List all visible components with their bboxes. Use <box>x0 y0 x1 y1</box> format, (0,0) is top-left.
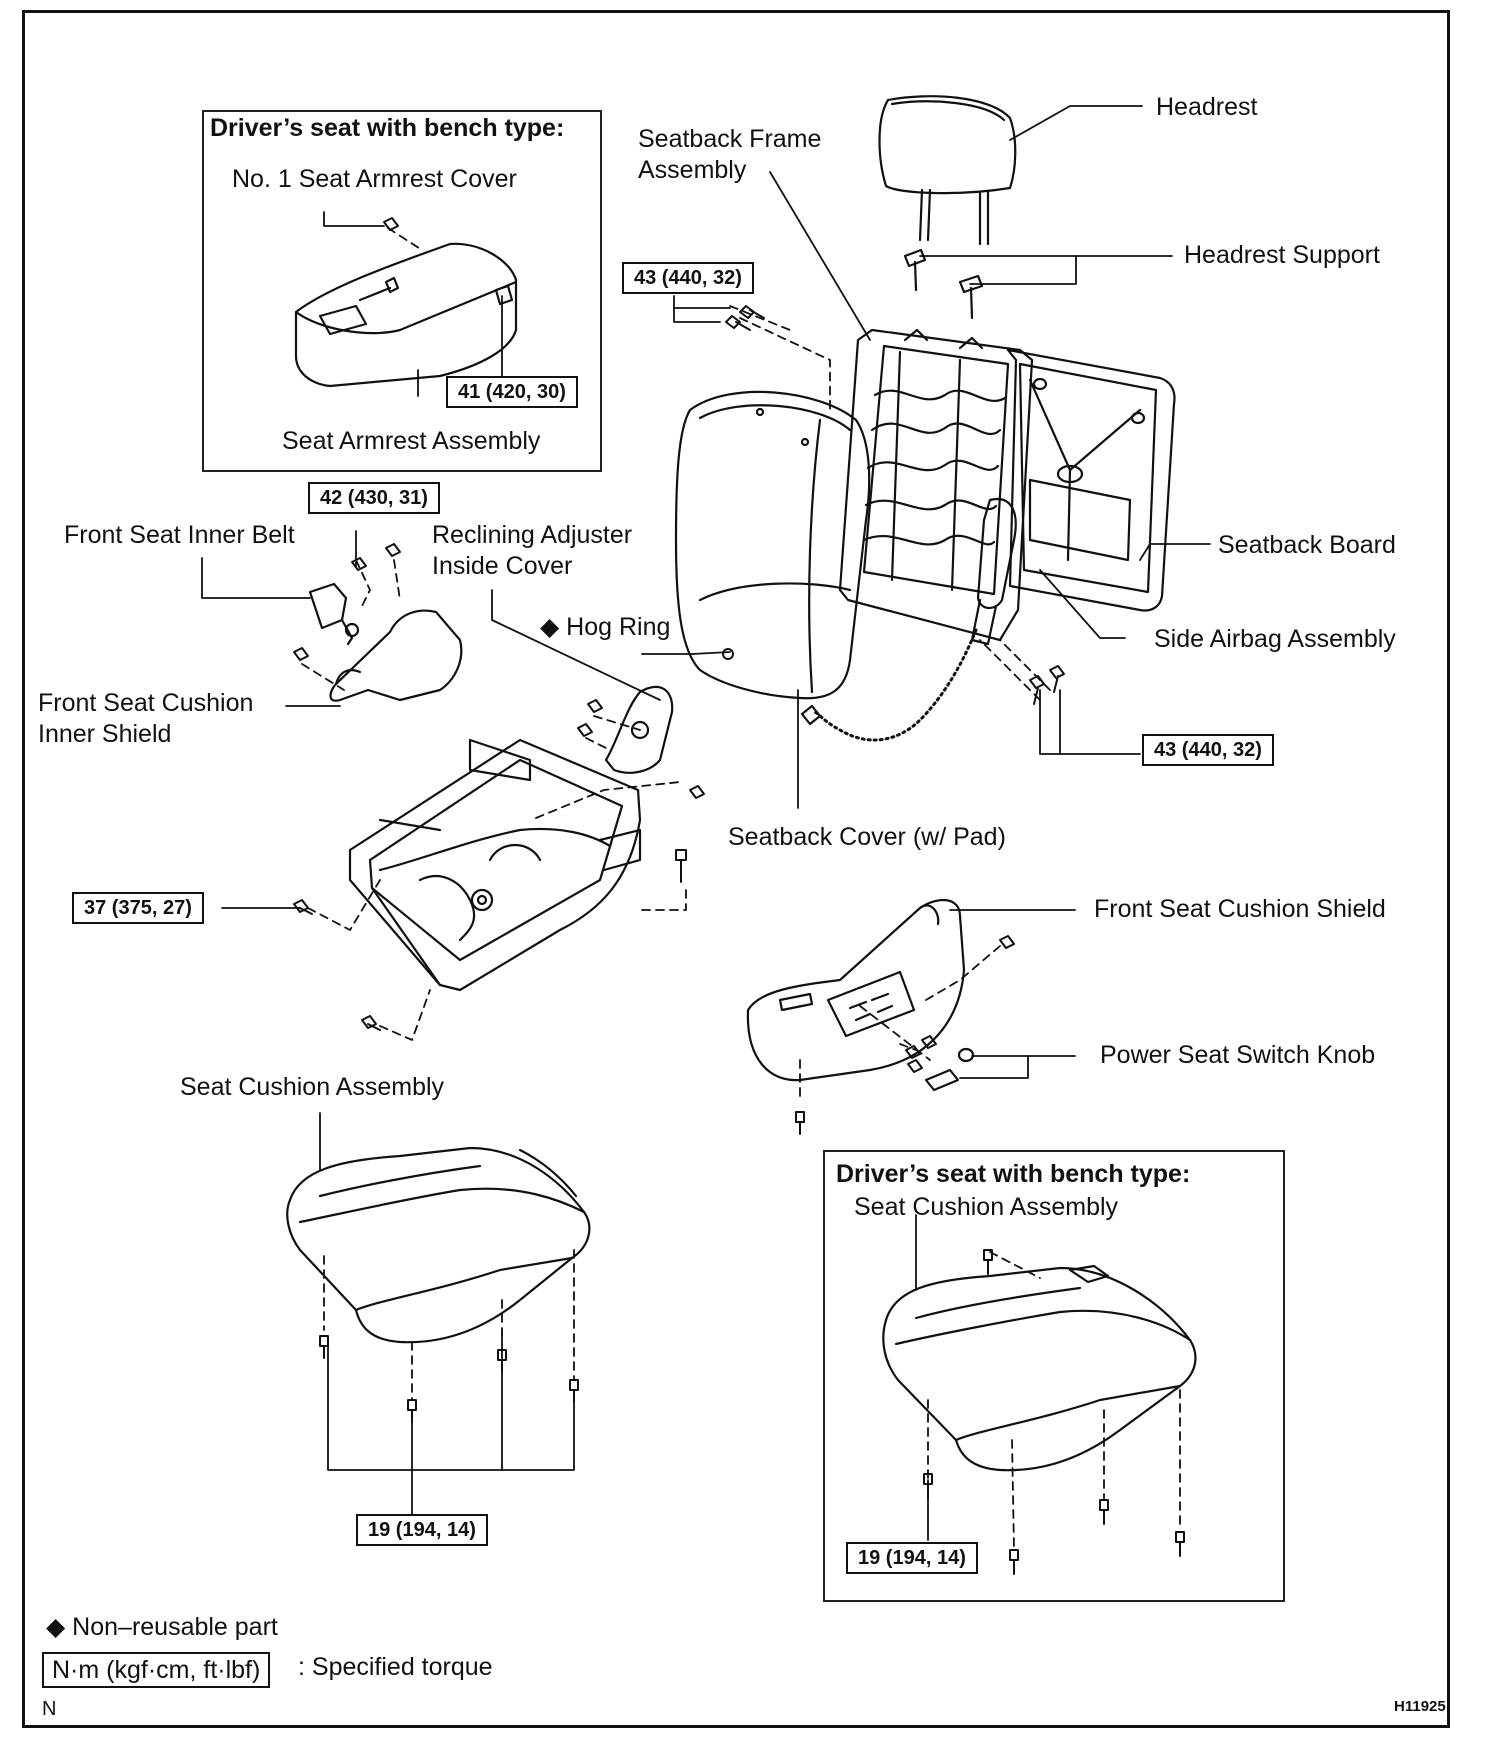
bench-cushion-inset-box <box>823 1150 1285 1602</box>
side-airbag-part <box>800 497 1017 742</box>
headrest-label: Headrest <box>1156 93 1258 121</box>
armrest-inset-box <box>202 110 602 472</box>
armrest-assembly-label: Seat Armrest Assembly <box>282 427 541 455</box>
inner-shield-part <box>329 609 463 702</box>
seat-cushion-part <box>286 1146 591 1344</box>
cushion-shield-part <box>746 898 966 1082</box>
bench-cushion-label: Seat Cushion Assembly <box>854 1193 1119 1221</box>
armrest-torque-box: 41 (420, 30) <box>446 376 578 408</box>
track-torque-box: 37 (375, 27) <box>72 892 204 924</box>
seatback-frame-label: Seatback Frame Assembly <box>638 125 822 184</box>
armrest-inset-title: Driver’s seat with bench type: <box>210 114 565 142</box>
cushion-torque-box: 19 (194, 14) <box>356 1514 488 1546</box>
armrest-cover-label: No. 1 Seat Armrest Cover <box>232 165 517 193</box>
inner-belt-part <box>308 582 360 646</box>
nonreusable-legend: ◆ Non–reusable part <box>46 1613 278 1641</box>
hog-ring-label: ◆ Hog Ring <box>540 613 671 641</box>
inner-belt-label: Front Seat Inner Belt <box>64 521 295 549</box>
seat-track-frame-part <box>348 738 642 992</box>
bench-cushion-torque-box: 19 (194, 14) <box>846 1542 978 1574</box>
switch-knob-part <box>924 1047 975 1092</box>
figure-code: H11925 <box>1394 1698 1446 1715</box>
seatback-cover-label: Seatback Cover (w/ Pad) <box>728 823 1006 851</box>
headrest-support-part <box>903 248 984 320</box>
switch-knob-label: Power Seat Switch Knob <box>1100 1041 1376 1069</box>
reclining-cover-label: Reclining Adjuster Inside Cover <box>432 521 633 580</box>
bench-seat-cushion-part <box>882 1264 1197 1472</box>
seatback-cover-part <box>674 390 871 700</box>
orientation-letter: N <box>42 1698 57 1720</box>
headrest-support-label: Headrest Support <box>1184 241 1380 269</box>
torque-unit-box: N·m (kgf·cm, ft·lbf) <box>42 1652 271 1688</box>
leader-lines <box>201 105 1211 1541</box>
cushion-shield-label: Front Seat Cushion Shield <box>1094 895 1386 923</box>
seat-cushion-label: Seat Cushion Assembly <box>180 1073 445 1101</box>
inner-shield-label: Front Seat Cushion Inner Shield <box>38 689 254 748</box>
armrest-part <box>294 242 518 388</box>
seatback-board-part <box>1006 348 1176 612</box>
belt-torque-box: 42 (430, 31) <box>308 482 440 514</box>
bench-cushion-inset-title: Driver’s seat with bench type: <box>836 1160 1191 1188</box>
frame-bottom-torque-box: 43 (440, 32) <box>1142 734 1274 766</box>
seatback-board-label: Seatback Board <box>1218 531 1396 559</box>
side-airbag-label: Side Airbag Assembly <box>1154 625 1396 653</box>
torque-unit-text: : Specified torque <box>298 1653 493 1681</box>
bolts <box>293 217 1185 1575</box>
diagram-frame <box>22 10 1450 1728</box>
headrest-part <box>878 95 1017 246</box>
seatback-frame-part <box>838 328 1034 642</box>
frame-top-torque-box: 43 (440, 32) <box>622 262 754 294</box>
